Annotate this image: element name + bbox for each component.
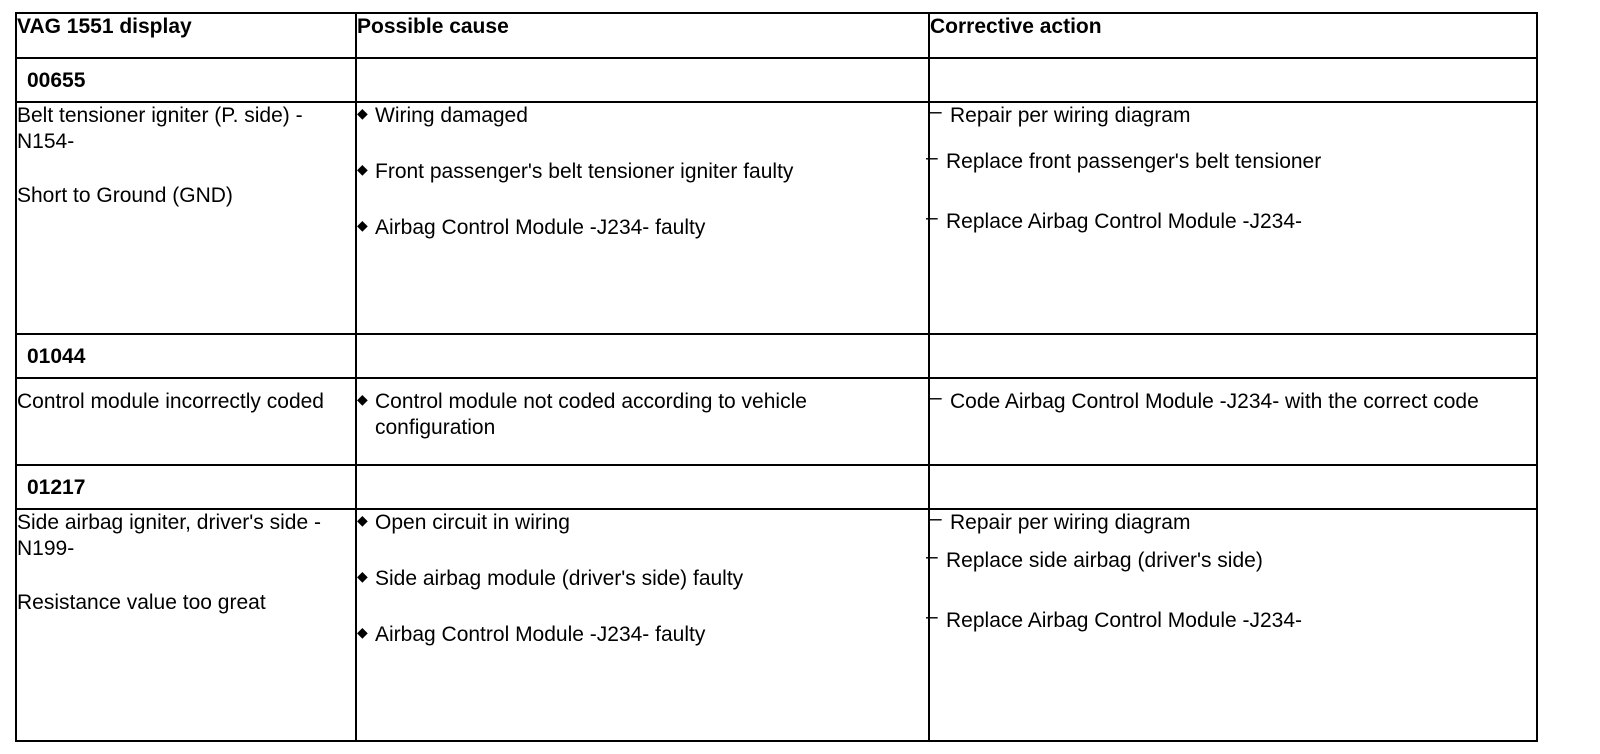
diamond-bullet-icon: ◆ — [357, 624, 368, 640]
action-item: – Replace Airbag Control Module -J234- — [926, 605, 1536, 634]
description-line: Resistance value too great — [17, 591, 266, 614]
fault-detail-row: Side airbag igniter, driver's side -N199… — [15, 507, 1538, 742]
cause-text: Side airbag module (driver's side) fault… — [375, 567, 744, 590]
fault-description: Side airbag igniter, driver's side -N199… — [15, 508, 357, 742]
possible-causes: ◆ Wiring damaged ◆ Front passenger's bel… — [355, 101, 930, 335]
fault-code: 00655 — [15, 57, 357, 103]
action-item: – Replace front passenger's belt tension… — [926, 146, 1536, 175]
fault-code-row: 01217 — [15, 464, 1538, 510]
empty-cell — [928, 57, 1538, 103]
action-item: – Repair per wiring diagram — [930, 507, 1536, 536]
header-corrective-action: Corrective action — [928, 12, 1538, 59]
fault-description: Control module incorrectly coded — [15, 377, 357, 466]
cause-text: Open circuit in wiring — [375, 511, 570, 534]
diamond-bullet-icon: ◆ — [357, 217, 368, 233]
dash-bullet-icon: – — [926, 605, 938, 628]
action-text: Replace Airbag Control Module -J234- — [946, 609, 1303, 632]
description-line: Control module incorrectly coded — [17, 390, 324, 413]
fault-description: Belt tensioner igniter (P. side) -N154- … — [15, 101, 357, 335]
cause-item: ◆ Wiring damaged — [357, 103, 928, 129]
cause-item: ◆ Airbag Control Module -J234- faulty — [357, 622, 928, 648]
header-row: VAG 1551 display Possible cause Correcti… — [15, 12, 1538, 59]
description-line: Belt tensioner igniter (P. side) -N154- — [17, 104, 303, 153]
cause-text: Airbag Control Module -J234- faulty — [375, 216, 706, 239]
empty-cell — [928, 333, 1538, 379]
cause-item: ◆ Front passenger's belt tensioner ignit… — [357, 159, 928, 185]
empty-cell — [928, 464, 1538, 510]
fault-code: 01217 — [15, 464, 357, 510]
fault-code: 01044 — [15, 333, 357, 379]
cause-text: Airbag Control Module -J234- faulty — [375, 623, 706, 646]
header-possible-cause: Possible cause — [355, 12, 930, 59]
cause-text: Front passenger's belt tensioner igniter… — [375, 160, 794, 183]
dash-bullet-icon: – — [930, 507, 942, 530]
empty-cell — [355, 464, 930, 510]
fault-detail-row: Belt tensioner igniter (P. side) -N154- … — [15, 100, 1538, 335]
action-text: Repair per wiring diagram — [950, 511, 1191, 534]
possible-causes: ◆ Open circuit in wiring ◆ Side airbag m… — [355, 508, 930, 742]
action-text: Code Airbag Control Module -J234- with t… — [950, 390, 1479, 413]
action-text: Repair per wiring diagram — [950, 104, 1191, 127]
cause-text: Wiring damaged — [375, 104, 528, 127]
diamond-bullet-icon: ◆ — [357, 161, 368, 177]
empty-cell — [355, 333, 930, 379]
header-vag-display: VAG 1551 display — [15, 12, 357, 59]
cause-text: Control module not coded according to ve… — [375, 390, 807, 439]
action-item: – Replace side airbag (driver's side) — [926, 545, 1536, 574]
action-item: – Replace Airbag Control Module -J234- — [926, 206, 1536, 235]
possible-causes: ◆ Control module not coded according to … — [355, 377, 930, 466]
empty-cell — [355, 57, 930, 103]
dash-bullet-icon: – — [930, 386, 942, 409]
cause-item: ◆ Control module not coded according to … — [357, 389, 928, 441]
description-line: Short to Ground (GND) — [17, 184, 233, 207]
action-item: – Repair per wiring diagram — [930, 100, 1536, 129]
dash-bullet-icon: – — [930, 100, 942, 123]
diamond-bullet-icon: ◆ — [357, 512, 368, 528]
fault-code-row: 00655 — [15, 57, 1538, 103]
action-text: Replace side airbag (driver's side) — [946, 549, 1263, 572]
cause-item: ◆ Open circuit in wiring — [357, 510, 928, 536]
diamond-bullet-icon: ◆ — [357, 105, 368, 121]
corrective-actions: – Repair per wiring diagram – Replace si… — [926, 507, 1538, 742]
action-text: Replace Airbag Control Module -J234- — [946, 210, 1303, 233]
corrective-actions: – Code Airbag Control Module -J234- with… — [928, 377, 1538, 466]
fault-detail-row: Control module incorrectly coded ◆ Contr… — [15, 377, 1538, 466]
diamond-bullet-icon: ◆ — [357, 568, 368, 584]
dash-bullet-icon: – — [926, 146, 938, 169]
fault-code-row: 01044 — [15, 333, 1538, 379]
cause-item: ◆ Side airbag module (driver's side) fau… — [357, 566, 928, 592]
action-text: Replace front passenger's belt tensioner — [946, 150, 1322, 173]
description-line: Side airbag igniter, driver's side -N199… — [17, 511, 321, 560]
diamond-bullet-icon: ◆ — [357, 391, 368, 407]
fault-code-table: VAG 1551 display Possible cause Correcti… — [15, 12, 1538, 742]
corrective-actions: – Repair per wiring diagram – Replace fr… — [926, 100, 1538, 335]
action-item: – Code Airbag Control Module -J234- with… — [930, 386, 1536, 415]
cause-item: ◆ Airbag Control Module -J234- faulty — [357, 215, 928, 241]
dash-bullet-icon: – — [926, 206, 938, 229]
dash-bullet-icon: – — [926, 545, 938, 568]
